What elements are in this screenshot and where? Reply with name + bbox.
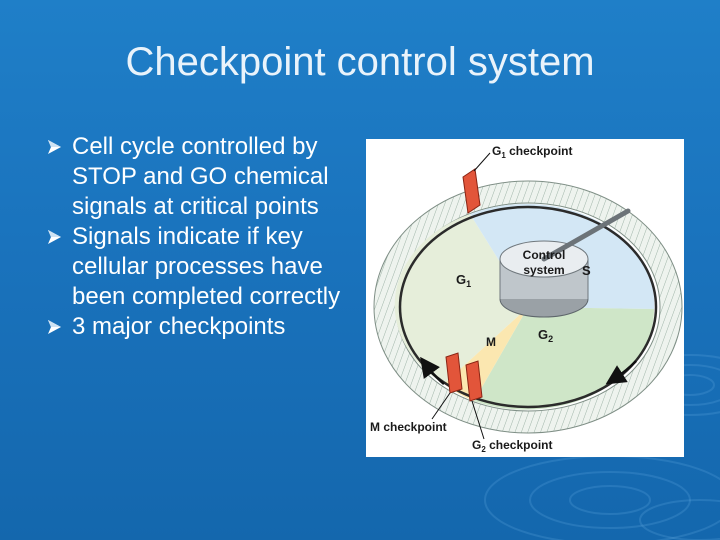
bullet-text: Signals indicate if key cellular process… <box>72 223 340 310</box>
bullet-item: Signals indicate if key cellular process… <box>46 222 356 312</box>
bullet-item: 3 major checkpoints <box>46 312 356 342</box>
control-system-label-line2: system <box>523 263 564 277</box>
arrowhead-bullet-icon <box>46 319 62 335</box>
bullet-item: Cell cycle controlled by STOP and GO che… <box>46 132 356 222</box>
g1-checkpoint-label: G1 checkpoint <box>492 144 572 160</box>
bullet-text: 3 major checkpoints <box>72 313 285 340</box>
cell-cycle-diagram: Control system G1 S G2 M G1 checkpoint M… <box>366 139 684 457</box>
g2-checkpoint-label: G2 checkpoint <box>472 438 552 454</box>
bullet-list: Cell cycle controlled by STOP and GO che… <box>46 132 356 342</box>
arrowhead-bullet-icon <box>46 229 62 245</box>
arrowhead-bullet-icon <box>46 139 62 155</box>
control-system-label-line1: Control <box>523 248 566 262</box>
phase-m-label: M <box>486 335 496 349</box>
bullet-text: Cell cycle controlled by STOP and GO che… <box>72 133 329 220</box>
phase-s-label: S <box>582 263 591 278</box>
m-checkpoint-label: M checkpoint <box>370 420 447 434</box>
slide-title: Checkpoint control system <box>0 40 720 85</box>
